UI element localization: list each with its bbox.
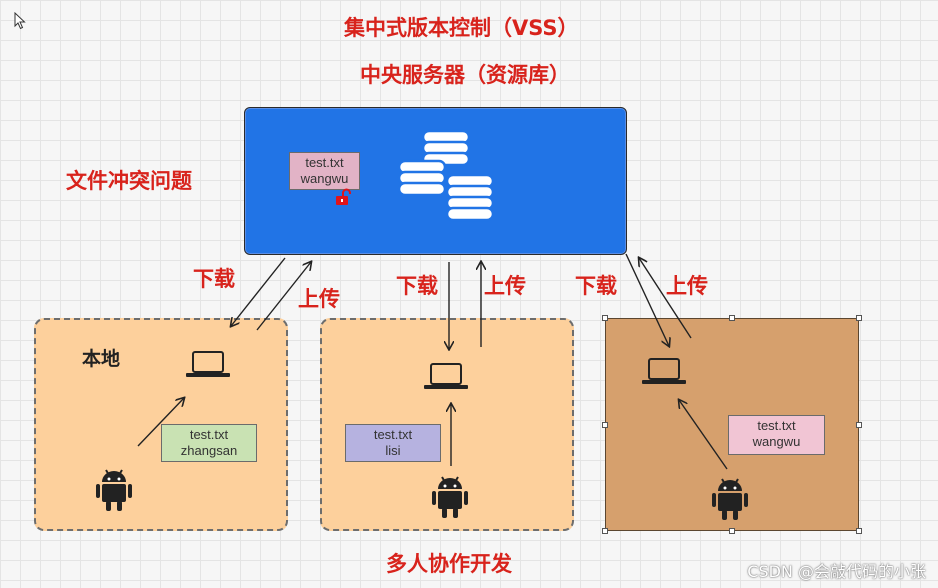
conflict-title: 文件冲突问题 <box>66 169 192 193</box>
arrow-icon <box>256 262 311 331</box>
cursor-icon <box>14 12 26 30</box>
resize-handle[interactable] <box>856 422 862 428</box>
android-icon <box>95 469 133 512</box>
collab-title: 多人协作开发 <box>386 552 512 576</box>
server-title: 中央服务器（资源库） <box>360 63 570 87</box>
resize-handle[interactable] <box>729 528 735 534</box>
upload-label-1: 上传 <box>298 287 340 311</box>
resize-handle[interactable] <box>602 315 608 321</box>
watermark: CSDN @会敲代码的小张 <box>747 562 926 581</box>
file-note-zhangsan: test.txt zhangsan <box>161 424 257 462</box>
file-note-lisi: test.txt lisi <box>345 424 441 462</box>
download-label-3: 下载 <box>575 274 617 298</box>
arrow-icon <box>137 398 184 447</box>
resize-handle[interactable] <box>602 422 608 428</box>
arrow-icon <box>231 257 286 326</box>
upload-label-2: 上传 <box>484 274 526 298</box>
file-note-wangwu: test.txt wangwu <box>728 415 825 455</box>
database-icon <box>397 129 495 222</box>
download-label-2: 下载 <box>396 274 438 298</box>
android-icon <box>711 478 749 521</box>
central-server: test.txt wangwu <box>244 107 627 255</box>
arrow-icon <box>679 400 728 470</box>
laptop-icon <box>423 363 469 390</box>
unlock-icon <box>336 188 351 205</box>
android-icon <box>431 476 469 519</box>
download-label-1: 下载 <box>193 267 235 291</box>
laptop-icon <box>185 351 231 378</box>
local-label: 本地 <box>82 348 121 370</box>
arrow-icon <box>639 258 692 339</box>
resize-handle[interactable] <box>856 528 862 534</box>
resize-handle[interactable] <box>729 315 735 321</box>
server-file-note: test.txt wangwu <box>289 152 360 190</box>
upload-label-3: 上传 <box>666 274 708 298</box>
resize-handle[interactable] <box>856 315 862 321</box>
arrow-icon <box>625 253 669 346</box>
laptop-icon <box>641 358 687 385</box>
resize-handle[interactable] <box>602 528 608 534</box>
main-title: 集中式版本控制（VSS） <box>344 16 579 40</box>
